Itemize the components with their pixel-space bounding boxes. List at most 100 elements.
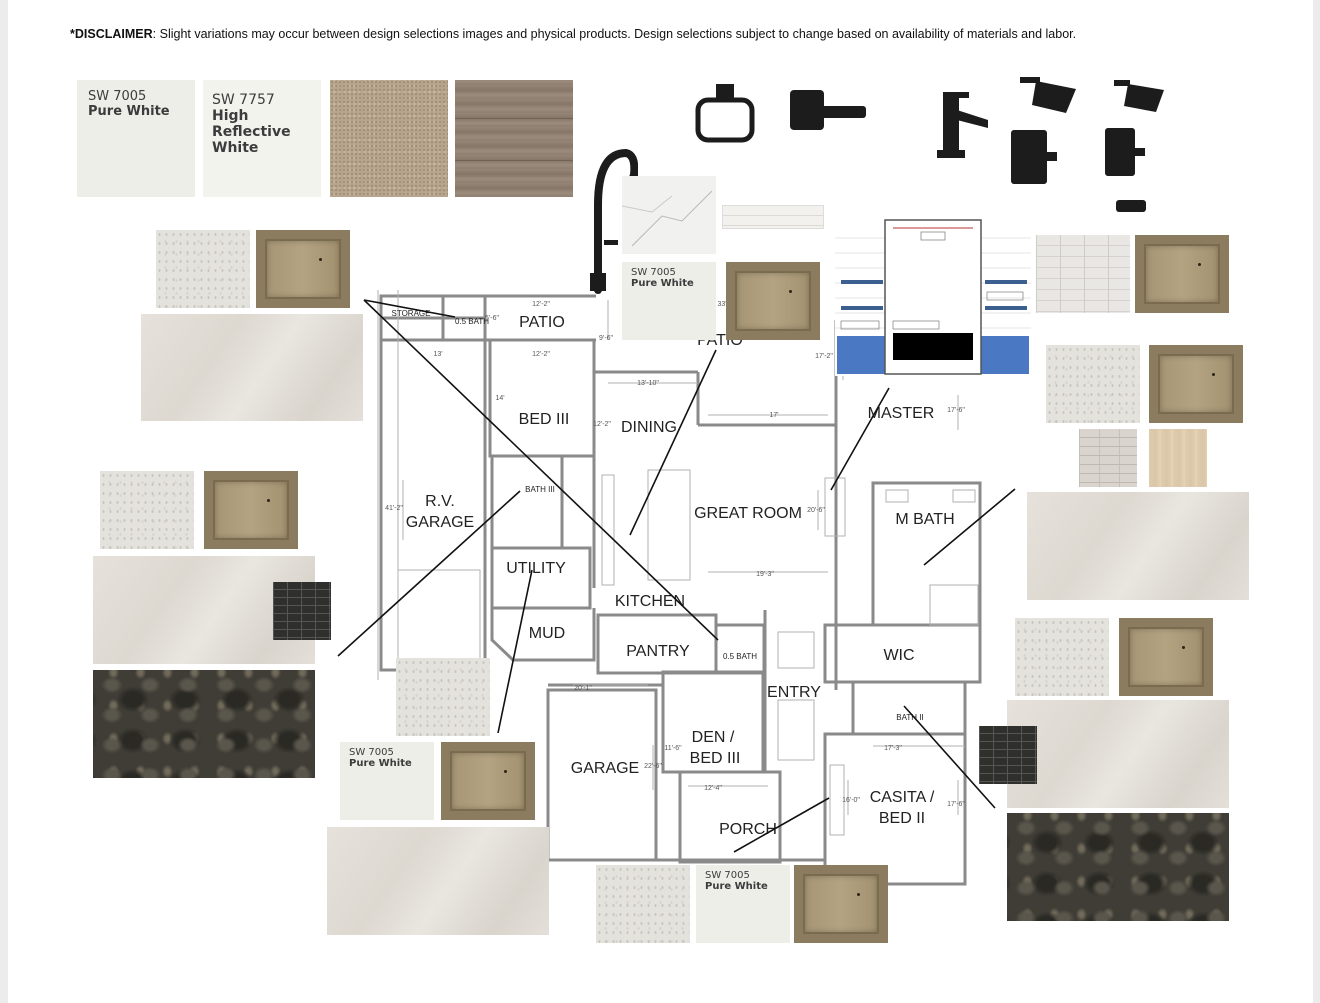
leader-line <box>497 569 533 734</box>
door-lever-icon <box>790 90 866 130</box>
leader-line <box>733 797 830 853</box>
quartz-swatch-bed3 <box>156 230 250 308</box>
room-bath3: BATH III <box>525 485 555 494</box>
dimension: 12'-2" <box>532 301 550 308</box>
dimension: 17'-6" <box>947 801 965 808</box>
quartz-swatch-den <box>596 865 690 943</box>
paint-code: SW 7005 <box>631 267 676 278</box>
stacked-stone-swatch <box>1036 235 1130 313</box>
room-bath2: BATH II <box>896 713 923 722</box>
room-bed3-top: BED III <box>519 411 570 428</box>
room-den-1: DEN / <box>692 729 735 746</box>
room-great-room: GREAT ROOM <box>694 505 802 522</box>
floor-plan: STORAGE 0.5 BATH PATIO PATIO BED III DIN… <box>377 290 982 886</box>
room-rv-garage-2: GARAGE <box>406 514 474 531</box>
room-m-bath: M BATH <box>895 511 954 528</box>
room-patio-left: PATIO <box>519 314 565 331</box>
dimension: 11'-6" <box>664 745 682 752</box>
mosaic-tile-swatch-bath3 <box>273 582 331 640</box>
room-storage: STORAGE <box>392 309 431 318</box>
dimension: 13'-10" <box>637 380 659 387</box>
cabinet-swatch-bed3 <box>256 230 350 308</box>
dimension: 22'-6" <box>644 763 662 770</box>
dimension: 12'-2" <box>593 421 611 428</box>
leader-line <box>363 299 719 641</box>
paint-name: Pure White <box>631 278 694 289</box>
plan-dimensions: 12'-2" 12'-2" 13' 5'-6" 9'-6" 33' 17'-2"… <box>385 301 965 808</box>
leader-line <box>830 387 890 491</box>
room-half-bath-mid: 0.5 BATH <box>723 652 757 661</box>
dimension: 16'-0" <box>842 797 860 804</box>
disclaimer: *DISCLAIMER: Slight variations may occur… <box>70 27 1076 41</box>
leader-line <box>923 488 1016 566</box>
quartz-swatch-bath3 <box>100 471 194 549</box>
paint-code: SW 7005 <box>349 747 394 758</box>
dimension: 12'-2" <box>532 351 550 358</box>
paint-swatch-sw7005-left: SW 7005 Pure White <box>340 742 434 820</box>
cabinet-swatch-bath3 <box>204 471 298 549</box>
tile-swatch-master-bath <box>1027 492 1249 600</box>
granite-swatch-bath3 <box>93 670 315 778</box>
shower-head-icon <box>1020 77 1076 113</box>
dimension: 17'-2" <box>815 353 833 360</box>
tile-swatch-bath2 <box>1007 700 1229 808</box>
leader-line <box>903 705 996 809</box>
quartz-swatch-master-bath <box>1046 345 1140 423</box>
dimension: 14' <box>495 395 504 402</box>
wood-floor-swatch <box>455 80 573 197</box>
cabinet-swatch-utility <box>441 742 535 820</box>
room-entry: ENTRY <box>767 684 821 701</box>
room-mud: MUD <box>529 625 565 642</box>
paint-swatch-sw7005-kitchen: SW 7005 Pure White <box>622 262 716 340</box>
disclaimer-text: : Slight variations may occur between de… <box>152 27 1077 41</box>
kitchen-cabinet-swatch <box>726 262 820 340</box>
mosaic-tile-swatch-bath2 <box>979 726 1037 784</box>
paint-name: Pure White <box>349 758 412 769</box>
shower-tile-swatch-master-bath <box>1079 429 1137 487</box>
fireplace-elevation <box>835 218 1031 376</box>
plan-room-labels: STORAGE 0.5 BATH PATIO PATIO BED III DIN… <box>392 309 955 838</box>
cabinet-swatch-den <box>794 865 888 943</box>
leader-line <box>337 490 521 657</box>
towel-ring-icon <box>695 84 755 143</box>
dimension: 17'-6" <box>947 407 965 414</box>
room-den-2: BED III <box>690 750 741 767</box>
cabinet-swatch-great-room <box>1135 235 1229 313</box>
kitchen-countertop-marble <box>622 176 716 254</box>
paint-swatch-sw7005-top: SW 7005 Pure White <box>77 80 195 197</box>
tile-swatch-utility <box>327 827 549 935</box>
room-kitchen: KITCHEN <box>615 593 685 610</box>
room-utility: UTILITY <box>506 560 566 577</box>
cabinet-swatch-bath2 <box>1119 618 1213 696</box>
design-selection-board: *DISCLAIMER: Slight variations may occur… <box>8 0 1313 1003</box>
carpet-swatch <box>330 80 448 197</box>
dimension: 33' <box>717 301 726 308</box>
dimension: 20'-1" <box>574 685 592 692</box>
room-pantry: PANTRY <box>626 643 690 660</box>
kitchen-backsplash-tile <box>722 205 824 229</box>
accent-tile-swatch-master-bath <box>1149 429 1207 487</box>
paint-name-line2: White <box>212 140 259 156</box>
quartz-swatch-utility <box>396 658 490 736</box>
shower-valve-icon <box>1105 128 1145 176</box>
paint-swatch-sw7757: SW 7757 High Reflective White <box>203 80 321 197</box>
dimension: 41'-2" <box>385 505 403 512</box>
room-master: MASTER <box>868 405 935 422</box>
kitchen-faucet-icon <box>590 148 638 294</box>
marble-veins <box>622 190 713 247</box>
leader-lines <box>337 299 1016 853</box>
tub-spout-icon <box>1116 200 1146 212</box>
paint-name-line1: High Reflective <box>212 108 291 140</box>
quartz-swatch-bath2 <box>1015 618 1109 696</box>
disclaimer-label: *DISCLAIMER <box>70 27 153 41</box>
leader-line <box>629 349 717 536</box>
granite-swatch-bath2 <box>1007 813 1229 921</box>
paint-code: SW 7005 <box>88 89 147 104</box>
dimension: 19'-3" <box>756 571 774 578</box>
cabinet-swatch-master-bath <box>1149 345 1243 423</box>
paint-swatch-sw7005-bottom: SW 7005 Pure White <box>696 865 790 943</box>
paint-code: SW 7005 <box>705 870 750 881</box>
paint-name: Pure White <box>705 881 768 892</box>
dimension: 12'-4" <box>704 785 722 792</box>
shower-valve-icon <box>1011 130 1057 184</box>
